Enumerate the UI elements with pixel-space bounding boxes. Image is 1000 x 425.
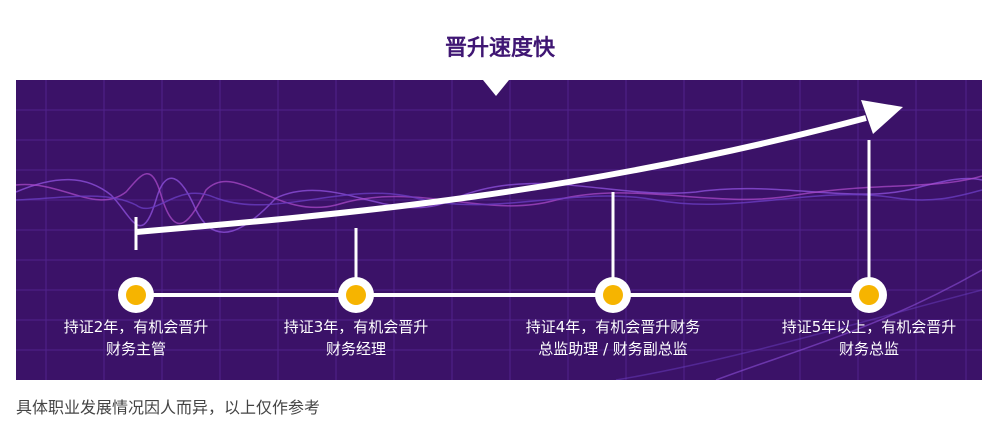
milestone-label-2: 持证3年，有机会晋升 财务经理 bbox=[256, 316, 456, 360]
milestone-4-line1: 持证5年以上，有机会晋升 bbox=[781, 318, 957, 336]
milestone-2-line2: 财务经理 bbox=[325, 340, 386, 358]
milestone-label-3: 持证4年，有机会晋升财务 总监助理 / 财务副总监 bbox=[503, 316, 723, 360]
growth-curve bbox=[135, 115, 867, 235]
milestone-label-4: 持证5年以上，有机会晋升 财务总监 bbox=[759, 316, 979, 360]
timeline-graphic bbox=[16, 80, 982, 380]
milestone-4-line2: 财务总监 bbox=[838, 340, 899, 358]
growth-arrowhead bbox=[861, 100, 903, 134]
panel-notch bbox=[483, 80, 509, 96]
milestone-node-3 bbox=[595, 277, 631, 313]
milestone-node-2 bbox=[338, 277, 374, 313]
section-title: 晋升速度快 bbox=[444, 36, 555, 61]
milestone-3-line1: 持证4年，有机会晋升财务 bbox=[525, 318, 701, 336]
milestone-node-4 bbox=[851, 277, 887, 313]
timeline-panel: 持证2年，有机会晋升 财务主管 持证3年，有机会晋升 财务经理 持证4年，有机会… bbox=[16, 80, 982, 380]
milestone-2-line1: 持证3年，有机会晋升 bbox=[283, 318, 429, 336]
milestone-1-line1: 持证2年，有机会晋升 bbox=[63, 318, 209, 336]
milestone-3-line2: 总监助理 / 财务副总监 bbox=[538, 340, 688, 358]
milestone-1-line2: 财务主管 bbox=[105, 340, 166, 358]
background-grid bbox=[16, 80, 982, 380]
milestone-node-1 bbox=[118, 277, 154, 313]
milestone-label-1: 持证2年，有机会晋升 财务主管 bbox=[36, 316, 236, 360]
footnote: 具体职业发展情况因人而异，以上仅作参考 bbox=[16, 398, 321, 417]
